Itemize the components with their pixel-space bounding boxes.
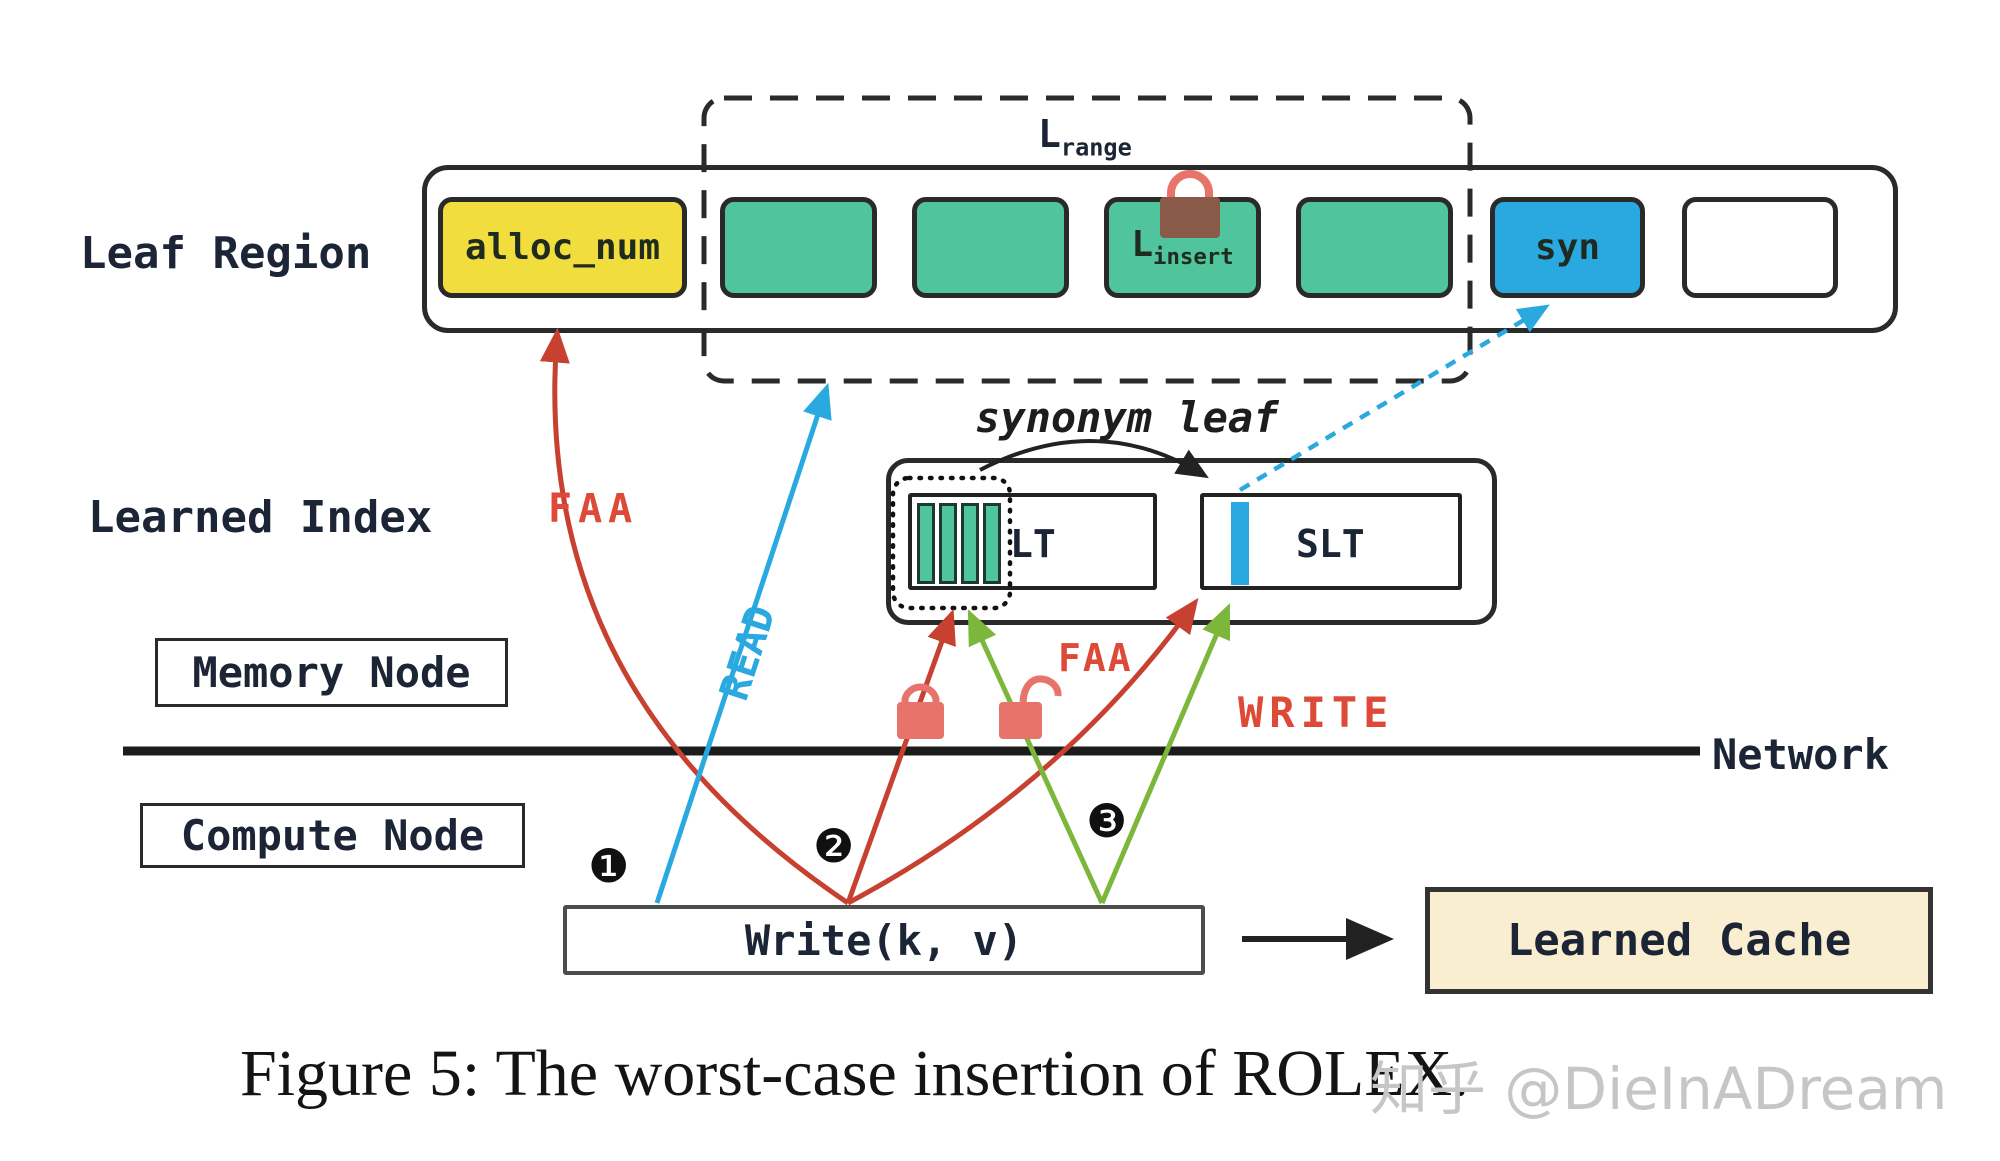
leaf-cell	[912, 197, 1069, 298]
syn-dashed-arrow	[1238, 304, 1550, 492]
leaf-cell	[720, 197, 877, 298]
memory-node-box: Memory Node	[155, 638, 508, 707]
write-arrow-to-slt	[1099, 603, 1231, 904]
l-range-base: L	[1038, 112, 1061, 156]
step-2-badge: ❷	[813, 819, 855, 873]
lt-dotted-outline	[890, 475, 1013, 611]
figure-caption: Figure 5: The worst-case insertion of RO…	[240, 1037, 1469, 1110]
learned-cache-label: Learned Cache	[1506, 915, 1852, 966]
slt-entry-bar	[1231, 502, 1249, 585]
write-label: WRITE	[1238, 688, 1395, 737]
read-arrow	[654, 382, 832, 904]
learned-cache-box: Learned Cache	[1425, 887, 1933, 994]
lock-body	[999, 702, 1042, 739]
slt-label: SLT	[1296, 522, 1365, 566]
syn-label: syn	[1534, 227, 1601, 268]
empty-cell	[1682, 197, 1838, 298]
step-1-badge: ❶	[588, 839, 630, 893]
faa-label-top: FAA	[548, 486, 639, 532]
lock-shackle	[1167, 170, 1213, 199]
lock-shackle-open	[1019, 675, 1062, 703]
lock-icon-open	[999, 675, 1062, 739]
syn-cell: syn	[1490, 197, 1645, 298]
leaf-entry-bar	[983, 503, 1001, 584]
leaf-region-label: Leaf Region	[80, 228, 372, 279]
compute-node-label: Compute Node	[180, 811, 485, 860]
write-kv-box: Write(k, v)	[563, 905, 1205, 975]
watermark: 知乎 @DieInADream	[1370, 1055, 1948, 1123]
l-range-label: Lrange	[1038, 112, 1132, 162]
write-arrow-to-lt	[967, 609, 1105, 905]
network-label: Network	[1712, 730, 1890, 779]
leaf-entry-bar	[939, 503, 957, 584]
alloc-num-label: alloc_num	[464, 227, 661, 268]
learned-index-label: Learned Index	[88, 492, 433, 543]
lock-shackle	[901, 683, 940, 704]
slt-box	[1200, 493, 1462, 590]
leaf-entry-bar	[917, 503, 935, 584]
faa-label-mid: FAA	[1058, 636, 1133, 680]
lt-leaf-table-bars	[917, 503, 1001, 584]
write-kv-label: Write(k, v)	[744, 915, 1024, 965]
compute-node-box: Compute Node	[140, 803, 525, 868]
l-range-dashed-box	[701, 95, 1473, 384]
lock-body	[1160, 197, 1220, 238]
lock-body	[897, 702, 944, 739]
leaf-cell	[1296, 197, 1453, 298]
lt-label: LT	[1010, 522, 1056, 566]
l-insert-sub: insert	[1153, 244, 1234, 271]
lock-icon-insert	[1160, 170, 1220, 238]
leaf-entry-bar	[961, 503, 979, 584]
l-range-sub: range	[1060, 133, 1132, 162]
l-insert-base: L	[1131, 224, 1154, 266]
red-arrow-to-lt	[845, 608, 956, 904]
memory-node-label: Memory Node	[192, 648, 471, 697]
lt-box	[908, 493, 1157, 590]
lock-icon-closed	[897, 683, 944, 739]
faa-arc-arrow	[539, 327, 850, 906]
synonym-leaf-arc-arrow	[979, 439, 1209, 479]
synonym-leaf-label: synonym leaf	[975, 393, 1279, 442]
l-insert-label: Linsert	[1131, 224, 1233, 270]
step-3-badge: ❸	[1086, 794, 1128, 848]
alloc-num-cell: alloc_num	[438, 197, 687, 298]
